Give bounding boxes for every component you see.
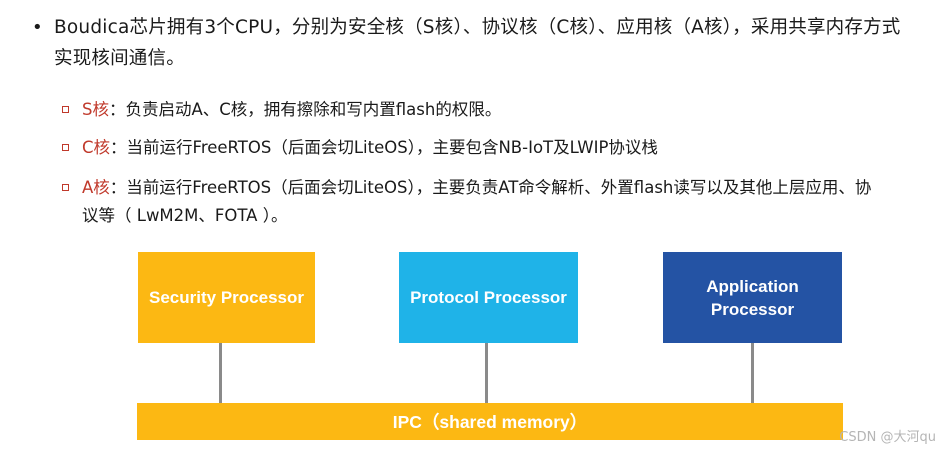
main-bullet: • Boudica芯片拥有3个CPU，分别为安全核（S核）、协议核（C核）、应用… <box>32 12 912 74</box>
sub-item-content: C核：当前运行FreeRTOS（后面会切LiteOS），主要包含NB-IoT及L… <box>62 134 912 162</box>
application-processor-box: Application Processor <box>663 252 842 343</box>
sub-item-text: ：负责启动A、C核，拥有擦除和写内置flash的权限。 <box>108 100 502 119</box>
sub-item-key: S核 <box>82 100 109 119</box>
square-bullet-icon <box>62 106 69 113</box>
sub-item-a-core: A核：当前运行FreeRTOS（后面会切LiteOS），主要负责AT命令解析、外… <box>62 174 912 230</box>
application-processor-label-line2: Processor <box>710 299 795 319</box>
application-processor-label: Application Processor <box>706 275 799 321</box>
sub-item-content: A核：当前运行FreeRTOS（后面会切LiteOS），主要负责AT命令解析、外… <box>62 174 912 230</box>
square-bullet-icon <box>62 144 69 151</box>
sub-item-text: ：当前运行FreeRTOS（后面会切LiteOS），主要包含NB-IoT及LWI… <box>110 138 658 157</box>
sub-item-s-core: S核：负责启动A、C核，拥有擦除和写内置flash的权限。 <box>62 96 912 124</box>
ipc-bus-label: IPC（shared memory） <box>392 412 588 432</box>
ipc-shared-memory-bus: IPC（shared memory） <box>137 403 843 440</box>
security-processor-box: Security Processor <box>138 252 315 343</box>
application-connector-line <box>751 343 754 403</box>
sub-item-c-core: C核：当前运行FreeRTOS（后面会切LiteOS），主要包含NB-IoT及L… <box>62 134 912 162</box>
security-processor-label: Security Processor <box>149 288 304 307</box>
sub-item-content: S核：负责启动A、C核，拥有擦除和写内置flash的权限。 <box>62 96 912 124</box>
sub-item-key: A核 <box>82 178 110 197</box>
bullet-dot: • <box>32 17 43 38</box>
main-bullet-text: Boudica芯片拥有3个CPU，分别为安全核（S核）、协议核（C核）、应用核（… <box>54 17 901 69</box>
watermark: CSDN @大河qu <box>839 430 936 445</box>
sub-item-text: ：当前运行FreeRTOS（后面会切LiteOS），主要负责AT命令解析、外置f… <box>82 178 872 225</box>
security-connector-line <box>219 343 222 403</box>
sub-item-key: C核 <box>82 138 111 157</box>
square-bullet-icon <box>62 184 69 191</box>
protocol-connector-line <box>485 343 488 403</box>
protocol-processor-box: Protocol Processor <box>399 252 578 343</box>
application-processor-label-line1: Application <box>706 276 799 296</box>
protocol-processor-label: Protocol Processor <box>410 288 567 307</box>
